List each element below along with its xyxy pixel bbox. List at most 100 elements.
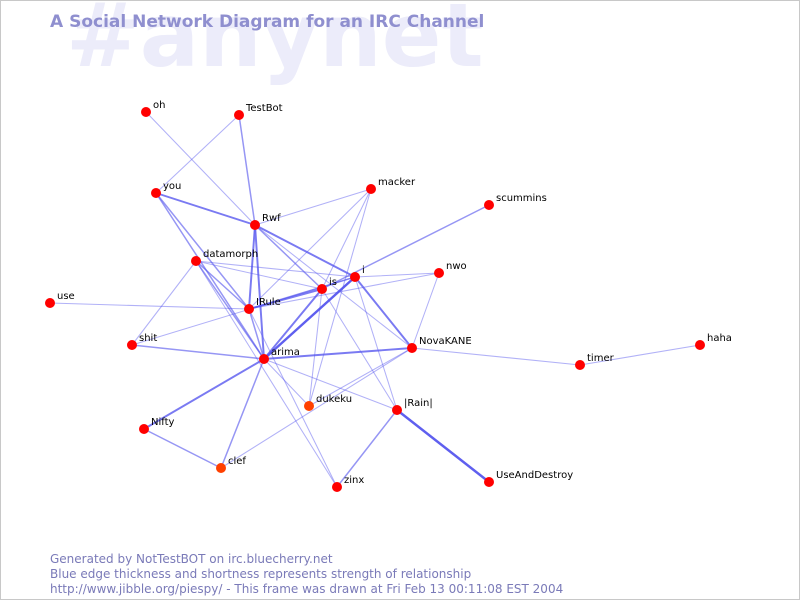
- edge-i-arima: [262, 275, 357, 361]
- node-marker: [317, 284, 327, 294]
- node-label: IRule: [256, 297, 281, 308]
- node-is: is: [317, 277, 337, 294]
- edge-datamorph-arima: [195, 260, 265, 360]
- edge-timer-haha: [579, 344, 701, 366]
- channel-watermark: #anynet: [66, 0, 484, 87]
- edge-datamorph-shit: [131, 260, 197, 346]
- edge-arima-dukeku: [263, 358, 310, 407]
- edge-Rwf-is: [254, 224, 323, 290]
- edge-NovaKANE-clef: [220, 347, 413, 469]
- node-marker: [332, 482, 342, 492]
- edge-arima-clef: [220, 358, 265, 469]
- footer-generated-by: Generated by NotTestBOT on irc.bluecherr…: [50, 552, 333, 566]
- node-marker: [139, 424, 149, 434]
- node-marker: [250, 220, 260, 230]
- node-marker: [484, 477, 494, 487]
- node-label: macker: [378, 177, 416, 188]
- node-label: TestBot: [245, 103, 283, 114]
- edge-nwo-IRule: [248, 272, 440, 310]
- node-label: i: [362, 265, 365, 276]
- edge-is-IRule: [248, 288, 323, 310]
- footer: Generated by NotTestBOT on irc.bluecherr…: [50, 552, 563, 597]
- edge-you-arima: [155, 192, 265, 360]
- edge-use-IRule: [49, 302, 250, 310]
- edge-datamorph-is: [195, 260, 323, 290]
- node-label: oh: [153, 100, 165, 111]
- edge-Rain-zinx: [336, 409, 398, 488]
- node-NovaKANE: NovaKANE: [407, 336, 472, 353]
- edge-i-NovaKANE: [354, 276, 413, 349]
- node-marker: [484, 200, 494, 210]
- node-label: you: [163, 181, 181, 192]
- diagram-title: A Social Network Diagram for an IRC Chan…: [50, 12, 485, 32]
- node-label: zinx: [344, 475, 364, 486]
- edge-TestBot-you: [155, 114, 240, 194]
- edge-macker-IRule: [248, 188, 372, 310]
- footer-legend-note: Blue edge thickness and shortness repres…: [50, 567, 472, 581]
- edge-Rwf-arima: [254, 224, 265, 360]
- node-label: haha: [707, 333, 732, 344]
- node-label: arima: [271, 347, 300, 358]
- node-label: Nifty: [151, 417, 175, 428]
- node-oh: oh: [141, 100, 165, 117]
- node-marker: [141, 107, 151, 117]
- node-marker: [392, 405, 402, 415]
- edge-is-arima: [263, 288, 323, 360]
- node-marker: [151, 188, 161, 198]
- node-datamorph: datamorph: [191, 249, 258, 266]
- node-marker: [407, 343, 417, 353]
- footer-url-timestamp: http://www.jibble.org/piespy/ - This fra…: [50, 582, 564, 596]
- edge-Nifty-clef: [143, 428, 222, 469]
- node-marker: [191, 256, 201, 266]
- node-marker: [434, 268, 444, 278]
- node-marker: [366, 184, 376, 194]
- node-haha: haha: [695, 333, 732, 350]
- edge-IRule-arima: [248, 308, 265, 360]
- node-label: datamorph: [203, 249, 258, 260]
- edge-is-dukeku: [308, 288, 323, 407]
- edge-is-Rain: [321, 288, 398, 411]
- node-i: i: [350, 265, 365, 282]
- node-Rain: |Rain|: [392, 398, 433, 415]
- node-marker: [45, 298, 55, 308]
- node-Nifty: Nifty: [139, 417, 175, 434]
- edge-i-nwo: [354, 272, 440, 278]
- node-marker: [575, 360, 585, 370]
- node-you: you: [151, 181, 181, 198]
- node-label: scummins: [496, 193, 547, 204]
- node-marker: [350, 272, 360, 282]
- edge-macker-is: [321, 188, 372, 290]
- edge-Rain-UseAndDestroy: [395, 408, 491, 484]
- edge-datamorph-IRule: [195, 260, 250, 310]
- node-label: nwo: [446, 261, 467, 272]
- node-label: use: [57, 291, 75, 302]
- node-macker: macker: [366, 177, 416, 194]
- node-label: NovaKANE: [419, 336, 472, 347]
- node-clef: clef: [216, 456, 246, 473]
- edge-datamorph-zinx: [195, 260, 338, 488]
- edge-nwo-NovaKANE: [411, 272, 440, 349]
- node-nwo: nwo: [434, 261, 467, 278]
- edge-oh-Rwf: [145, 111, 256, 226]
- edge-TestBot-Rwf: [238, 114, 256, 226]
- edge-arima-Nifty: [143, 358, 265, 430]
- edge-datamorph-i: [195, 260, 356, 278]
- node-label: dukeku: [316, 394, 352, 405]
- node-marker: [234, 110, 244, 120]
- node-dukeku: dukeku: [304, 394, 352, 411]
- edge-NovaKANE-timer: [411, 347, 581, 366]
- edge-NovaKANE-dukeku: [308, 347, 413, 407]
- node-label: Rwf: [262, 213, 281, 224]
- node-label: shit: [139, 333, 157, 344]
- node-IRule: IRule: [244, 297, 281, 314]
- node-TestBot: TestBot: [234, 103, 283, 120]
- edge-IRule-zinx: [248, 308, 338, 488]
- node-marker: [216, 463, 226, 473]
- edge-you-IRule: [155, 192, 250, 310]
- node-zinx: zinx: [332, 475, 364, 492]
- node-label: UseAndDestroy: [496, 470, 573, 481]
- edge-arima-Rain: [263, 358, 398, 411]
- node-label: timer: [587, 353, 615, 364]
- node-marker: [695, 340, 705, 350]
